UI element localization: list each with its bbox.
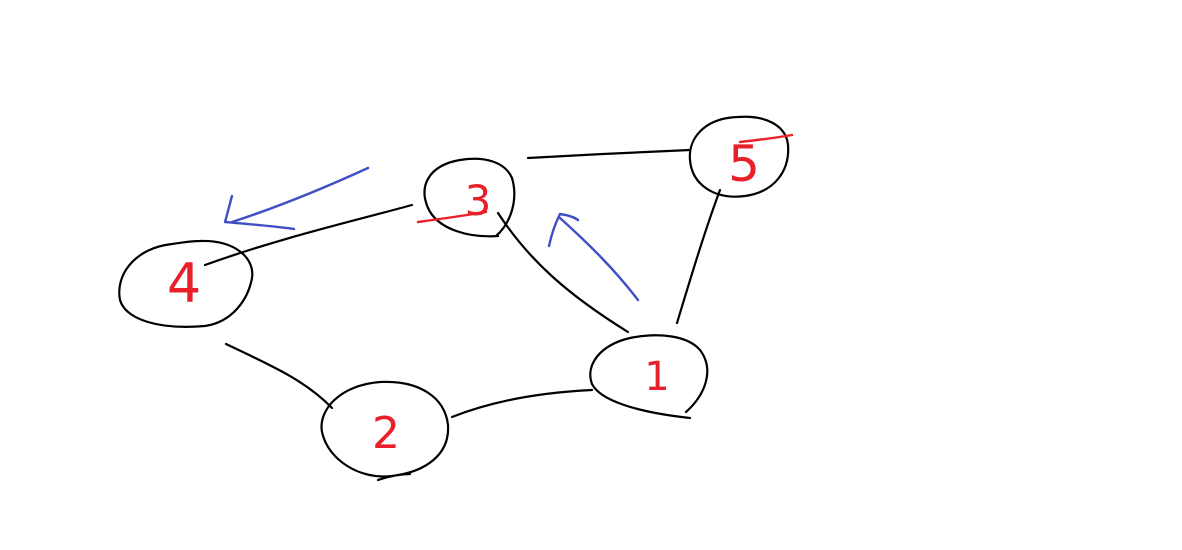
node-5-outline[interactable] [688,115,790,198]
node-2-outline[interactable] [320,380,450,482]
arrow-3-to-4-shaft [230,166,370,224]
node-1-outline[interactable] [589,334,709,420]
node-3-label: 3 [465,176,492,225]
node-3-outline[interactable] [423,157,516,238]
node-4-label: 4 [167,252,201,315]
arrow-3-to-4-head [223,194,296,231]
arrow-1-to-3-head [547,212,580,248]
edge-4-2 [224,342,334,410]
edge-3-5 [526,148,692,160]
node-2-label: 2 [372,408,400,459]
edge-5-1 [675,188,722,325]
node-4-outline[interactable] [118,239,254,328]
arrows [223,166,640,302]
node-labels: 1 2 3 4 5 [167,135,760,459]
nodes [118,115,790,482]
node-5-label: 5 [728,135,760,193]
arrow-1-to-3-shaft [558,216,640,302]
edge-3-1 [496,211,630,334]
node-5-label-top-stroke [738,133,794,144]
edges [203,148,722,419]
edge-3-4 [203,203,414,267]
edge-2-1 [450,388,594,419]
label-strokes [416,133,794,224]
node-1-label: 1 [644,354,669,400]
node-3-label-underline-stroke [416,210,488,224]
